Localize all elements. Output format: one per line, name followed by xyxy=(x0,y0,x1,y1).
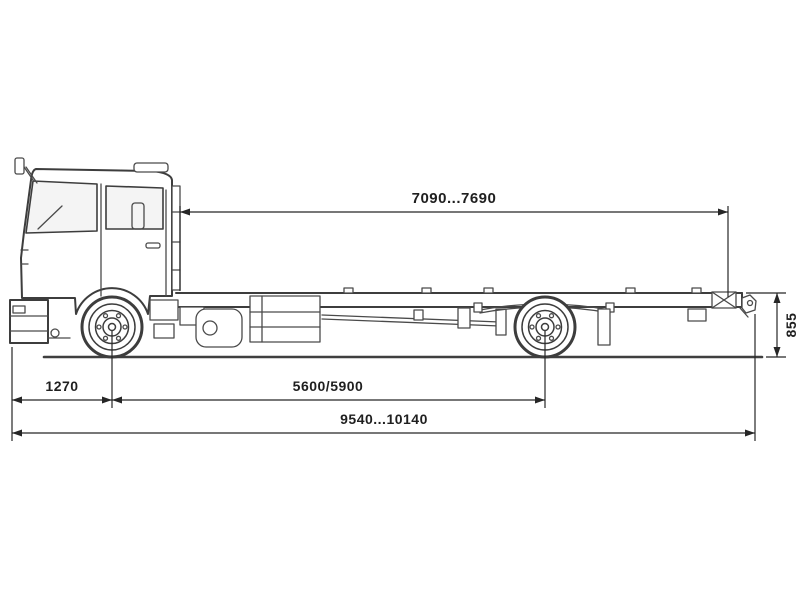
wheel-bolt xyxy=(555,324,561,330)
arrowhead-right xyxy=(718,208,728,216)
tow-pin-front xyxy=(50,328,60,338)
wheel-bolt xyxy=(548,335,555,341)
wheel-bolt xyxy=(535,313,542,319)
wheel-bolt xyxy=(102,313,109,319)
muffler-cap xyxy=(202,320,218,336)
rear-wheel-front-flap xyxy=(495,308,507,336)
rear-bracket xyxy=(687,308,707,322)
arrowhead-left xyxy=(12,429,22,437)
front-hub-cap xyxy=(107,322,117,332)
headlight xyxy=(12,305,26,314)
arrowhead-left xyxy=(180,208,190,216)
cab-step-upper xyxy=(149,299,179,321)
arrowhead-right xyxy=(745,429,755,437)
wheel-bolt xyxy=(102,335,109,341)
mirror-arm xyxy=(25,166,38,184)
arrowhead-bottom xyxy=(773,347,781,357)
dimension-label-wheelbase: 5600/5900 xyxy=(293,378,364,394)
tow-hitch-arm xyxy=(739,307,749,318)
roof-fairing xyxy=(133,162,169,173)
front-wheel xyxy=(80,295,144,359)
crossmember-tab xyxy=(421,287,432,294)
driveshaft xyxy=(321,318,501,327)
dimension-overall-length: 9540...10140 xyxy=(12,314,756,441)
underframe-equipment xyxy=(179,295,707,348)
arrowhead-right xyxy=(102,396,112,404)
mirror-glass xyxy=(14,157,25,175)
driveshaft-bearing xyxy=(413,309,424,321)
dimension-frame-height: 855 xyxy=(746,292,799,358)
air-intake-stack xyxy=(171,185,181,291)
frame-bracket xyxy=(457,307,471,329)
muffler xyxy=(195,308,243,348)
tow-hitch-pin xyxy=(746,299,754,307)
arrowhead-left xyxy=(12,396,22,404)
dimension-label-frame-height: 855 xyxy=(783,313,799,338)
wheel-bolt xyxy=(122,324,128,330)
cab xyxy=(9,157,181,344)
crossmember-tab xyxy=(343,287,354,294)
wheel-bolt xyxy=(96,324,102,330)
wheel-bolt xyxy=(115,313,122,319)
wheel-bolt xyxy=(115,335,122,341)
crossmember-tab xyxy=(691,287,702,294)
rear-wheel xyxy=(513,295,577,359)
truck-drawing xyxy=(9,157,764,359)
dimension-label-top-span: 7090...7690 xyxy=(412,190,497,207)
crossmember-tab xyxy=(625,287,636,294)
door-handle xyxy=(145,242,161,249)
seat-silhouette xyxy=(131,202,145,230)
dimension-front-overhang: 1270 xyxy=(11,331,113,441)
dimension-label-front-overhang: 1270 xyxy=(45,378,78,394)
door-window xyxy=(105,185,164,230)
arrowhead-left xyxy=(112,396,122,404)
dimension-top-span: 7090...7690 xyxy=(179,190,729,297)
tow-hitch xyxy=(741,294,757,314)
wheel-bolt xyxy=(529,324,535,330)
arrowhead-right xyxy=(535,396,545,404)
spring-hanger xyxy=(473,302,483,313)
battery-box xyxy=(249,295,321,343)
wheel-bolt xyxy=(548,313,555,319)
dimension-label-overall-length: 9540...10140 xyxy=(340,411,428,427)
wheel-bolt xyxy=(535,335,542,341)
tow-mount-cross xyxy=(711,291,737,309)
cab-step-lower xyxy=(153,323,175,339)
driveshaft xyxy=(321,314,501,323)
rear-hub-cap xyxy=(540,322,550,332)
wiper xyxy=(37,205,63,230)
dimension-wheelbase: 5600/5900 xyxy=(112,331,546,408)
arrowhead-top xyxy=(773,293,781,303)
rear-mudflap xyxy=(597,308,611,346)
crossmember-tab xyxy=(483,287,494,294)
